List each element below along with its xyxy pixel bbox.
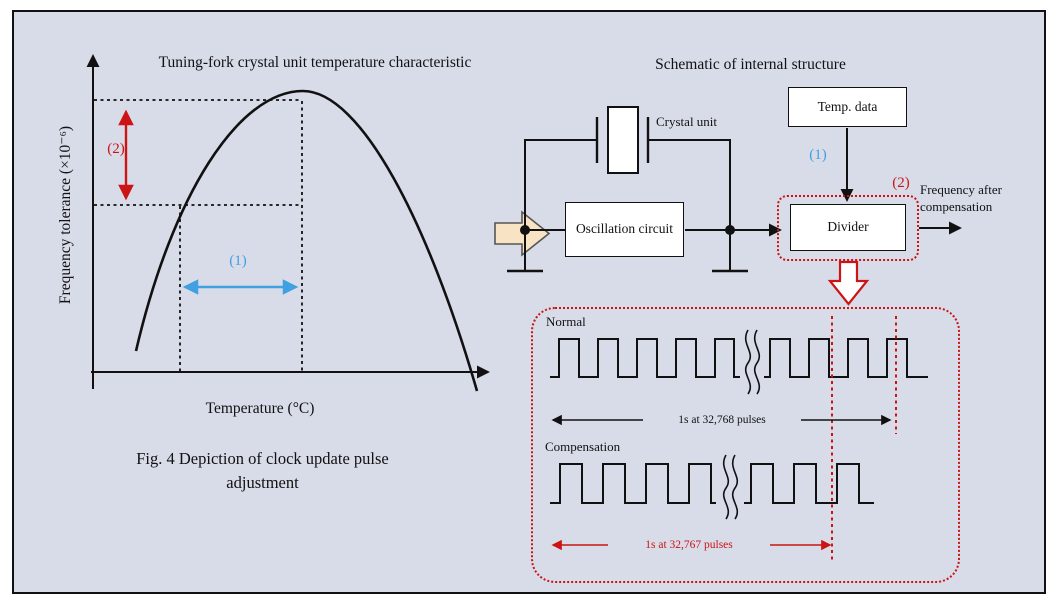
oscillation-circuit-box: Oscillation circuit xyxy=(565,202,684,257)
divider-highlight-outline xyxy=(777,195,919,261)
normal-break-squiggle-icon xyxy=(744,329,761,395)
crystal-unit-label: Crystal unit xyxy=(656,114,718,129)
graph-marker-2: (2) xyxy=(107,141,125,157)
crystal-body-icon xyxy=(607,106,639,174)
temperature-characteristic-curve xyxy=(134,89,479,392)
normal-duration-label: 1s at 32,768 pulses xyxy=(643,413,801,428)
figure-caption: Fig. 4 Depiction of clock update pulse a… xyxy=(136,449,389,492)
graph-marker-1: (1) xyxy=(229,253,247,269)
crystal-right-wire xyxy=(648,139,731,230)
compensation-duration-label: 1s at 32,767 pulses xyxy=(608,538,770,553)
compensation-pulse-waveform-after-break xyxy=(744,463,874,504)
pulse-panel-outline xyxy=(531,307,960,583)
schematic-marker-2: (2) xyxy=(892,175,910,191)
temp-data-box: Temp. data xyxy=(788,87,907,127)
schematic-title: Schematic of internal structure xyxy=(655,56,846,73)
crystal-left-wire xyxy=(524,139,597,230)
normal-pulse-waveform xyxy=(550,338,740,378)
divider-box: Divider xyxy=(790,204,906,251)
normal-waveform-label: Normal xyxy=(546,314,586,329)
graph-title: Tuning-fork crystal unit temperature cha… xyxy=(158,54,472,71)
schematic-marker-1: (1) xyxy=(809,147,827,163)
graph-x-axis-label: Temperature (°C) xyxy=(205,400,315,417)
normal-pulse-waveform-after-break xyxy=(764,338,928,378)
output-label: Frequency after compensation xyxy=(920,182,1002,214)
compensation-pulse-waveform xyxy=(550,463,716,504)
graph-y-axis-label: Frequency tolerance (×10⁻⁶) xyxy=(57,125,74,305)
compensation-waveform-label: Compensation xyxy=(545,439,621,454)
divider-to-pulses-arrow-icon xyxy=(827,260,870,306)
compensation-break-squiggle-icon xyxy=(722,454,739,520)
